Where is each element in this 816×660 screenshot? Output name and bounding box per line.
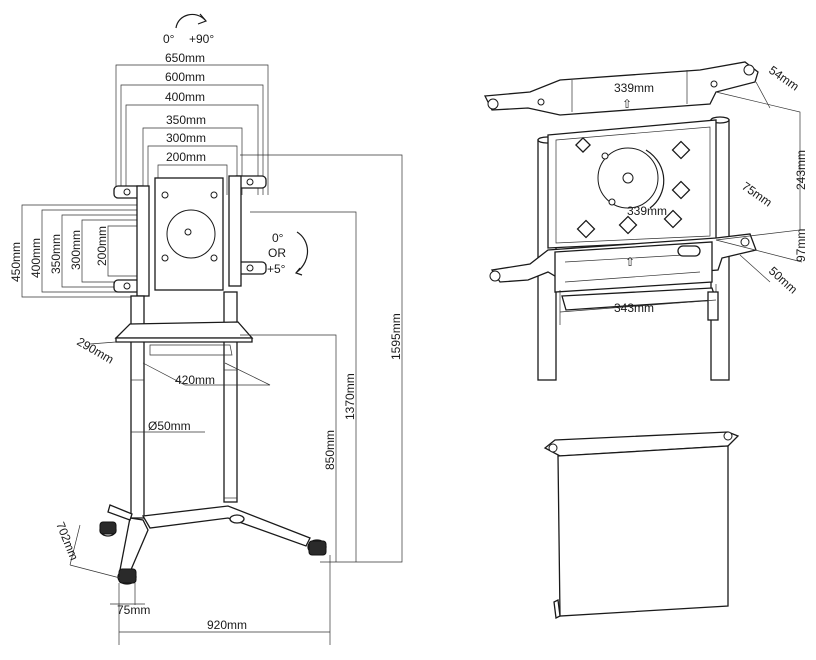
vesa-400-label: 400mm: [165, 90, 205, 104]
mounting-plate: [113, 175, 267, 297]
rotation-arrow: [175, 13, 206, 29]
vesa-200-label: 200mm: [166, 150, 206, 164]
tilt-label-0: 0°: [272, 231, 284, 245]
side-97-label: 97mm: [794, 229, 808, 262]
height-center-label: 1370mm: [343, 373, 357, 420]
up-arrow-glyph: ⇧: [622, 97, 632, 111]
bottom-width-label: 343mm: [614, 301, 654, 315]
mid-width-label: 339mm: [627, 204, 667, 218]
bracket-view: 339mm ⇧ 339mm ⇧ 343mm 54mm: [483, 61, 808, 381]
shelf-width-label: 420mm: [175, 373, 215, 387]
top-width-label: 339mm: [614, 81, 654, 95]
stand-view: 0° +90° 650mm 600mm 400mm 350mm 300mm 20…: [9, 13, 403, 645]
rotation-label-0: 0°: [163, 32, 175, 46]
height-total-label: 1595mm: [389, 313, 403, 360]
shelf: [114, 321, 254, 339]
shelf-depth-label: 290mm: [75, 334, 117, 366]
vesa-height-brackets: [21, 204, 140, 298]
side-243-label: 243mm: [794, 150, 808, 190]
base-depth-label: 702mm: [53, 520, 81, 562]
side-50-label: 50mm: [766, 264, 800, 297]
height-shelf-label: 850mm: [323, 430, 337, 470]
vesa-300-label: 300mm: [166, 131, 206, 145]
caster-label: 75mm: [117, 603, 150, 617]
vesa-600-label: 600mm: [165, 70, 205, 84]
panel-body: [557, 445, 729, 617]
vesa-h200-label: 200mm: [95, 226, 109, 266]
tilt-label-5: +5°: [267, 262, 286, 276]
panel-view: [543, 431, 740, 619]
stand-base: [99, 504, 327, 585]
rotation-label-90: +90°: [189, 32, 214, 46]
side-75-label: 75mm: [739, 179, 774, 210]
rotation-arrow-head: [197, 13, 208, 25]
tilt-arrow-head: [294, 267, 303, 276]
side-54-label: 54mm: [766, 63, 801, 94]
tilt-label-or: OR: [268, 246, 286, 260]
vesa-h350-label: 350mm: [49, 234, 63, 274]
vesa-h450-label: 450mm: [9, 242, 23, 282]
vesa-h300-label: 300mm: [69, 230, 83, 270]
vesa-350-label: 350mm: [166, 113, 206, 127]
pole-diameter-label: Ø50mm: [148, 419, 191, 433]
up-arrow-glyph-2: ⇧: [625, 255, 635, 269]
vesa-width-brackets: [115, 64, 269, 195]
vesa-h400-label: 400mm: [29, 238, 43, 278]
vesa-650-label: 650mm: [165, 51, 205, 65]
pole-right: [223, 291, 238, 503]
base-width-label: 920mm: [207, 618, 247, 632]
tilt-arrow: [296, 231, 309, 273]
pole-left: [130, 295, 145, 519]
